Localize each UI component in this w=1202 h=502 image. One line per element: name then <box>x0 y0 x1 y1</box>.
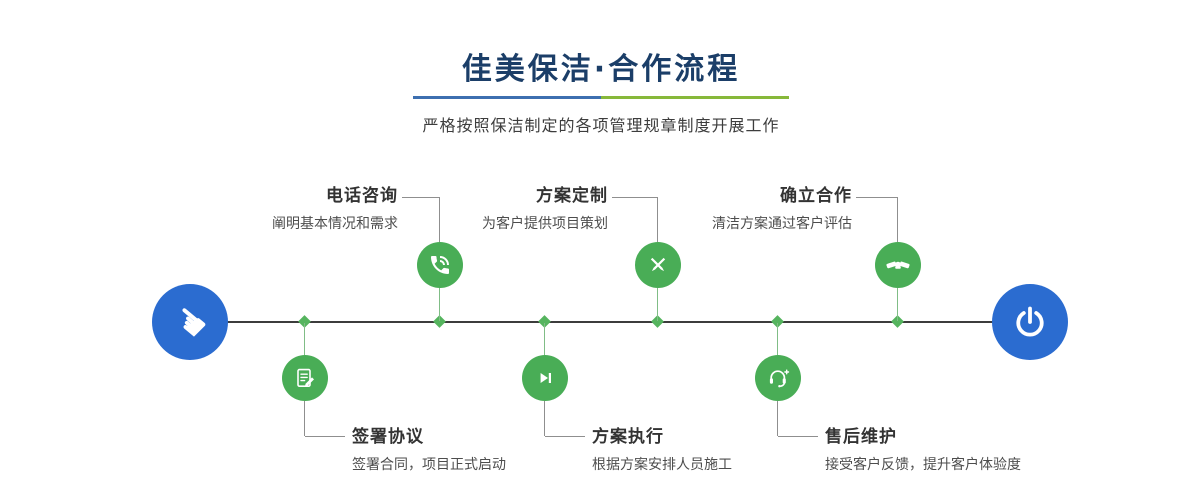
step-circle-design <box>635 242 681 288</box>
hand-pointer-icon: ☚ <box>162 294 218 350</box>
connector-line <box>439 288 440 321</box>
connector-line <box>305 436 345 437</box>
pencil-design-icon <box>650 257 666 272</box>
step-desc: 阐明基本情况和需求 <box>272 216 398 232</box>
step-desc: 清洁方案通过客户评估 <box>712 216 852 232</box>
headset-icon <box>769 369 790 388</box>
step-desc: 根据方案安排人员施工 <box>592 457 732 473</box>
title-underline <box>413 96 789 99</box>
step-desc: 为客户提供项目策划 <box>482 216 608 232</box>
connector-line <box>897 288 898 321</box>
contract-icon <box>297 368 314 388</box>
connector-line <box>545 436 585 437</box>
step-plan-execution: 方案执行 根据方案安排人员施工 <box>592 426 732 474</box>
connector-line <box>657 197 658 242</box>
connector-line <box>402 197 439 198</box>
connector-line <box>897 197 898 242</box>
step-desc: 接受客户反馈，提升客户体验度 <box>825 457 1021 473</box>
play-next-icon <box>540 373 551 383</box>
underline-blue-segment <box>413 96 601 99</box>
connector-line <box>439 197 440 242</box>
step-circle-cooperation <box>875 242 921 288</box>
step-circle-service <box>755 355 801 401</box>
step-circle-execution <box>522 355 568 401</box>
step-phone-consult: 电话咨询 阐明基本情况和需求 <box>272 185 398 233</box>
handshake-icon <box>886 261 910 269</box>
step-sign-agreement: 签署协议 签署合同，项目正式启动 <box>352 426 506 474</box>
step-label: 电话咨询 <box>326 186 398 206</box>
step-label: 签署协议 <box>352 427 424 447</box>
connector-line <box>777 323 778 355</box>
step-desc: 签署合同，项目正式启动 <box>352 457 506 473</box>
step-after-sales: 售后维护 接受客户反馈，提升客户体验度 <box>825 426 1021 474</box>
page-subtitle: 严格按照保洁制定的各项管理规章制度开展工作 <box>422 116 780 135</box>
step-cooperation: 确立合作 清洁方案通过客户评估 <box>712 185 852 233</box>
phone-icon <box>431 256 449 274</box>
step-plan-design: 方案定制 为客户提供项目策划 <box>482 185 608 233</box>
connector-line <box>657 288 658 321</box>
underline-green-segment <box>601 96 789 99</box>
connector-line <box>856 197 897 198</box>
timeline-line <box>190 321 1030 323</box>
power-icon <box>1016 306 1044 337</box>
connector-line <box>777 401 778 436</box>
step-label: 方案定制 <box>536 186 608 206</box>
step-circle-contract <box>282 355 328 401</box>
connector-line <box>304 323 305 355</box>
step-label: 方案执行 <box>592 427 664 447</box>
connector-line <box>612 197 657 198</box>
connector-line <box>544 323 545 355</box>
connector-line <box>778 436 818 437</box>
step-label: 售后维护 <box>825 427 897 447</box>
connector-line <box>304 401 305 436</box>
timeline-end-node <box>992 284 1068 360</box>
page-title: 佳美保洁·合作流程 <box>461 52 741 87</box>
step-label: 确立合作 <box>780 186 852 206</box>
step-circle-phone <box>417 242 463 288</box>
connector-line <box>544 401 545 436</box>
timeline-start-node: ☚ <box>152 284 228 360</box>
